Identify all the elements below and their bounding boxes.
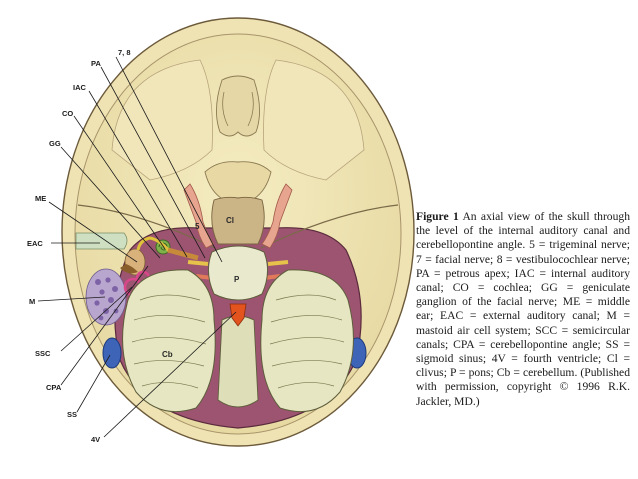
petrous-ridge-right	[260, 204, 399, 249]
label-eac: EAC	[27, 239, 43, 248]
cerebellum-right	[260, 269, 354, 413]
label-7-8: 7, 8	[118, 48, 131, 57]
figure-caption: Figure 1 An axial view of the skull thro…	[416, 210, 630, 409]
label-me: ME	[35, 194, 46, 203]
external-auditory-canal	[75, 232, 128, 250]
label-iac: IAC	[73, 83, 87, 92]
clivus	[211, 196, 265, 245]
internal-auditory-canal	[167, 247, 199, 261]
petrous-ridge-left	[77, 204, 216, 249]
mastoid-cell-dots	[94, 277, 119, 321]
trigeminal-nerve-right	[261, 183, 293, 249]
facial-nerve	[136, 236, 172, 253]
anterior-fossa-left	[111, 59, 213, 181]
label-pons: P	[234, 275, 240, 284]
caption-text: An axial view of the skull through the l…	[416, 210, 630, 408]
label-co: CO	[62, 109, 73, 118]
label-gg: GG	[49, 139, 61, 148]
label-ss: SS	[67, 410, 77, 419]
label-clivus: Cl	[226, 216, 234, 225]
label-m: M	[29, 297, 35, 306]
label-ssc: SSC	[35, 349, 51, 358]
crista-galli	[216, 75, 260, 137]
cn7-8-right	[267, 260, 289, 266]
cribriform-left	[222, 91, 229, 127]
anterior-fossa-right	[263, 59, 365, 181]
cn7-8-left	[187, 260, 209, 266]
leader-lines	[37, 56, 237, 438]
cerebellum-left	[122, 269, 216, 413]
ossicles	[120, 264, 138, 274]
label-cerebellum: Cb	[162, 350, 173, 359]
cerebellar-folia	[131, 294, 345, 389]
mastoid-air-cells	[85, 268, 127, 326]
label-cpa: CPA	[46, 383, 62, 392]
sigmoid-sinus-left	[102, 337, 122, 369]
sella-region	[204, 161, 272, 201]
figure-label: Figure 1	[416, 210, 459, 223]
pons	[208, 245, 268, 301]
vermis	[217, 315, 259, 408]
label-pa: PA	[91, 59, 101, 68]
label-trigeminal: 5	[195, 222, 200, 231]
cribriform-right	[247, 91, 254, 127]
label-4v: 4V	[91, 435, 100, 444]
